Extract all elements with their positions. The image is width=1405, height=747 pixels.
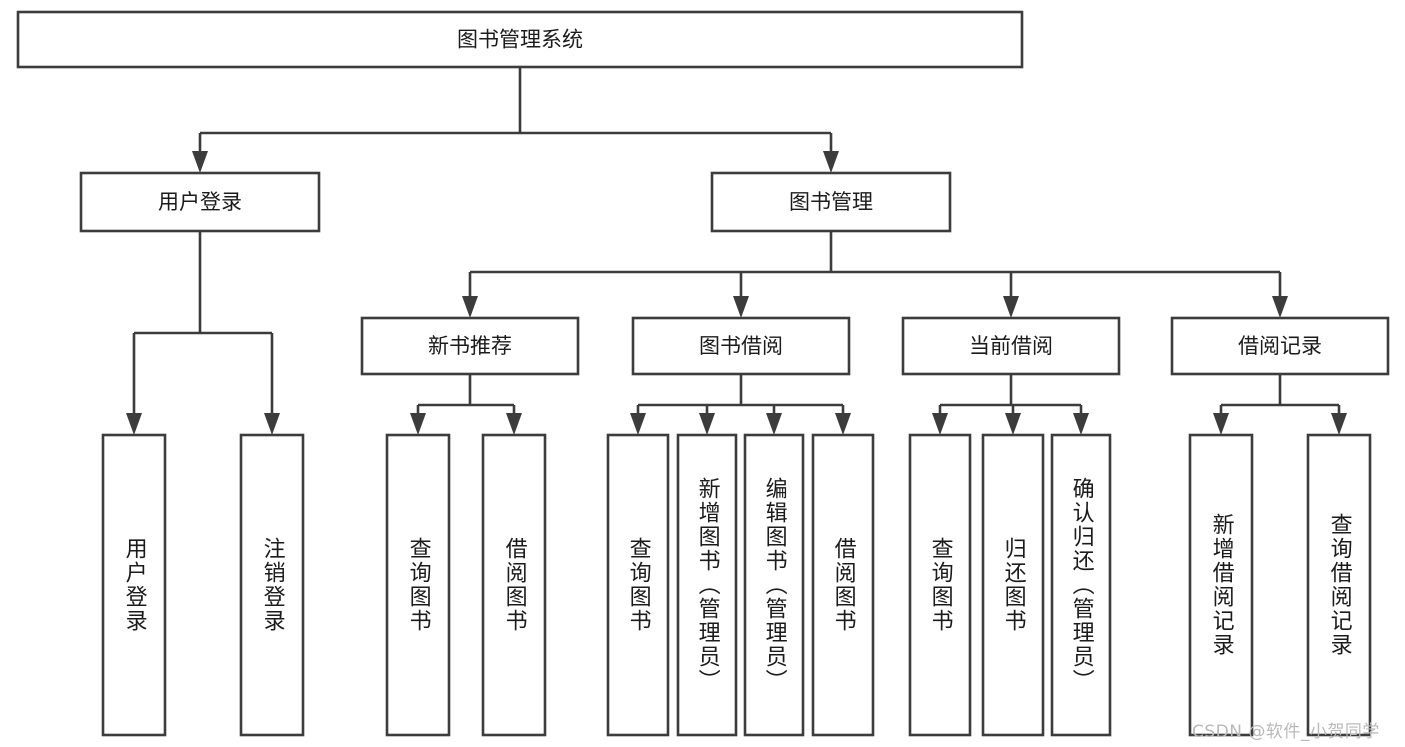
node-leaf-box-leaf-return-book[interactable] xyxy=(981,433,1045,737)
node-leaf-box-leaf-query-record[interactable] xyxy=(1306,433,1372,737)
node-level3-box-current-borrow[interactable] xyxy=(901,316,1121,376)
csdn-watermark: CSDN @软件_小贺同学 xyxy=(1192,722,1380,742)
node-level3-box-new-book-recommend[interactable] xyxy=(360,316,580,376)
node-leaf-box-leaf-add-book[interactable] xyxy=(676,433,738,737)
node-leaf-box-leaf-borrow-book-1[interactable] xyxy=(481,433,547,737)
node-level3-label-new-book-recommend: 新书推荐 xyxy=(428,334,512,358)
node-root-box[interactable] xyxy=(16,10,1024,69)
node-level3-box-borrow-record[interactable] xyxy=(1170,316,1390,376)
node-root-label: 图书管理系统 xyxy=(457,28,583,52)
node-leaf-box-leaf-user-logout[interactable] xyxy=(239,433,305,737)
node-leaf-box-leaf-confirm-return[interactable] xyxy=(1050,433,1112,737)
node-level3-box-book-borrow[interactable] xyxy=(631,316,851,376)
connectors-layer xyxy=(126,67,1347,435)
node-leaf-box-leaf-user-login[interactable] xyxy=(101,433,167,737)
node-leaf-box-leaf-query-book-1[interactable] xyxy=(385,433,451,737)
node-level3-label-book-borrow: 图书借阅 xyxy=(699,334,783,358)
node-leaf-box-leaf-edit-book[interactable] xyxy=(743,433,805,737)
node-leaf-box-leaf-query-book-2[interactable] xyxy=(606,433,670,737)
node-level3-label-current-borrow: 当前借阅 xyxy=(969,334,1053,358)
node-leaf-box-leaf-borrow-book-2[interactable] xyxy=(811,433,875,737)
node-level2-box-book-management[interactable] xyxy=(710,171,952,233)
node-leaf-box-leaf-query-book-3[interactable] xyxy=(908,433,972,737)
node-level2-label-book-management: 图书管理 xyxy=(789,190,873,214)
boxes-layer xyxy=(16,10,1390,737)
node-level2-label-user-login: 用户登录 xyxy=(158,190,242,214)
node-level2-box-user-login[interactable] xyxy=(79,171,321,233)
node-leaf-box-leaf-add-record[interactable] xyxy=(1188,433,1254,737)
node-level3-label-borrow-record: 借阅记录 xyxy=(1238,334,1322,358)
